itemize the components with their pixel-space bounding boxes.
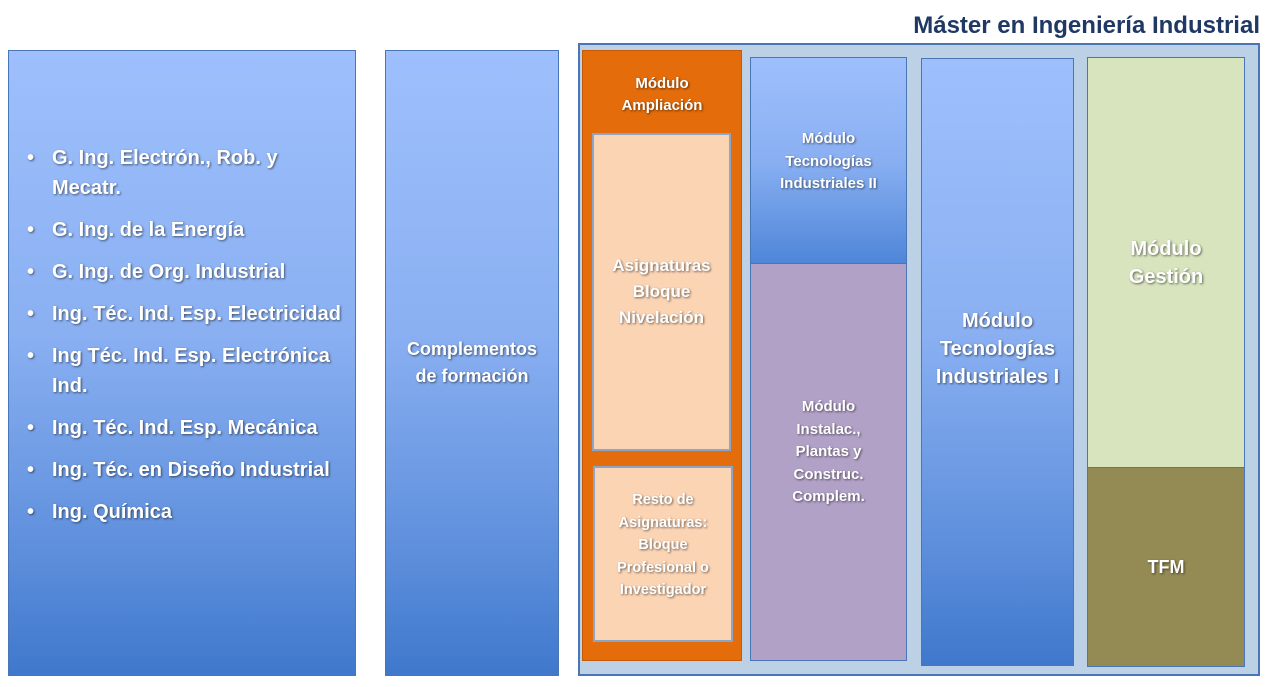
complementos-label: Complementos de formación — [406, 339, 538, 386]
instalaciones-label: Módulo Instalac., Plantas y Construc. Co… — [792, 398, 865, 505]
tfm-label: TFM — [1147, 556, 1185, 577]
degree-list: •G. Ing. Electrón., Rob. y Mecatr. •G. I… — [27, 143, 349, 539]
page-title: Máster en Ingeniería Industrial — [913, 12, 1260, 39]
tecnologias-industriales-1-box: Módulo Tecnologías Industriales I — [921, 58, 1074, 666]
degree-item: •Ing. Química — [27, 501, 173, 523]
nivelacion-box: Asignaturas Bloque Nivelación — [592, 133, 731, 451]
degree-item: •G. Ing. Electrón., Rob. y Mecatr. — [27, 147, 278, 199]
tfm-box: TFM — [1087, 467, 1245, 667]
modulo-gestion-label: Módulo Gestión — [1128, 238, 1204, 288]
degree-item: •Ing Téc. Ind. Esp. Electrónica Ind. — [27, 345, 330, 397]
tecnologias-industriales-2-box: Módulo Tecnologías Industriales II — [750, 57, 907, 265]
degree-item: •Ing. Téc. en Diseño Industrial — [27, 459, 330, 481]
origin-degrees-box: •G. Ing. Electrón., Rob. y Mecatr. •G. I… — [8, 50, 356, 676]
modulo-gestion-box: Módulo Gestión — [1087, 57, 1245, 470]
instalaciones-box: Módulo Instalac., Plantas y Construc. Co… — [750, 263, 907, 661]
degree-item: •Ing. Téc. Ind. Esp. Electricidad — [27, 303, 341, 325]
degree-item: •G. Ing. de la Energía — [27, 219, 245, 241]
tecnologias-industriales-2-label: Módulo Tecnologías Industriales II — [780, 130, 877, 192]
degree-item: •G. Ing. de Org. Industrial — [27, 261, 286, 283]
resto-asignaturas-box: Resto de Asignaturas: Bloque Profesional… — [593, 466, 733, 642]
tecnologias-industriales-1-label: Módulo Tecnologías Industriales I — [935, 310, 1060, 388]
modulo-ampliacion-label: Módulo Ampliación — [621, 75, 703, 114]
degree-item: •Ing. Téc. Ind. Esp. Mecánica — [27, 417, 318, 439]
nivelacion-label: Asignaturas Bloque Nivelación — [612, 256, 711, 327]
complementos-box: Complementos de formación — [385, 50, 559, 676]
resto-asignaturas-label: Resto de Asignaturas: Bloque Profesional… — [617, 492, 709, 598]
